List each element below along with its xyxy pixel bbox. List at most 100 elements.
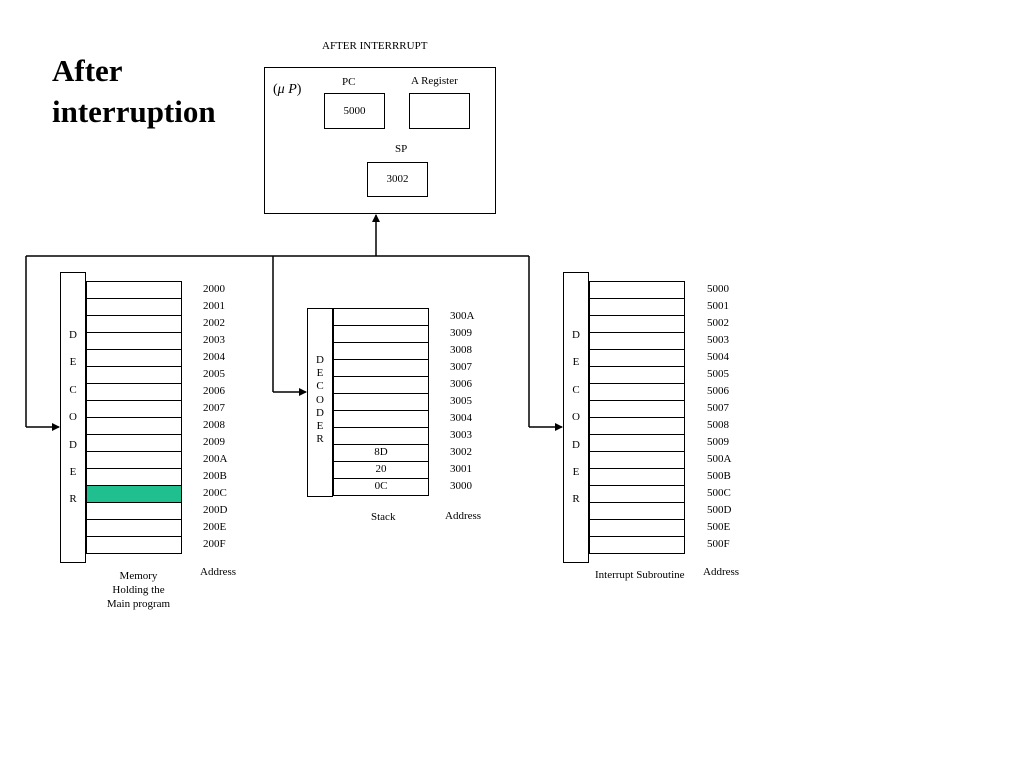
main-decoder	[60, 272, 86, 563]
isr-memory-cell	[589, 315, 685, 333]
main-memory-address: 200B	[203, 470, 227, 482]
stack-decoder-letter: E	[316, 367, 324, 380]
isr-memory-cell	[589, 468, 685, 486]
isr-memory-decoder-letter: C	[572, 383, 580, 396]
stack-decoder-letter: O	[316, 393, 324, 406]
isr-memory-address: 5009	[707, 436, 729, 448]
main-memory-caption: Memory Holding the Main program	[96, 569, 181, 611]
isr-decoder	[563, 272, 589, 563]
stack-decoder-letter: R	[316, 433, 324, 446]
isr-memory-address: 5005	[707, 368, 729, 380]
main-memory-address: 2008	[203, 419, 225, 431]
main-memory-address: 200A	[203, 453, 228, 465]
stack-cell: 8D	[333, 444, 429, 462]
isr-address-label: Address	[703, 566, 740, 578]
main-memory-address: 200D	[203, 504, 228, 516]
main-caption-line1: Memory	[119, 570, 158, 582]
isr-memory-decoder-letter: E	[572, 356, 580, 369]
stack-cell	[333, 410, 429, 428]
isr-memory-decoder-letter: R	[572, 493, 580, 506]
isr-memory-cell	[589, 519, 685, 537]
isr-memory-address: 5006	[707, 385, 729, 397]
main-memory-decoder-letter: O	[69, 411, 77, 424]
cpu-label-close: )	[296, 82, 302, 97]
isr-caption: Interrupt Subroutine	[595, 569, 685, 581]
isr-memory-address: 500D	[707, 504, 732, 516]
isr-memory-cell	[589, 502, 685, 520]
isr-memory-cell	[589, 536, 685, 554]
isr-memory-cell	[589, 434, 685, 452]
isr-memory-address: 500F	[707, 538, 730, 550]
stack-decoder-letter: E	[316, 420, 324, 432]
stack-address-label: Address	[445, 510, 482, 522]
main-memory-cell	[86, 536, 182, 554]
isr-memory-cell	[589, 417, 685, 435]
main-memory-cell	[86, 417, 182, 435]
stack-address: 3004	[450, 412, 472, 424]
main-memory-decoder-letter: R	[69, 493, 77, 506]
main-caption-line3: Main program	[106, 598, 171, 610]
stack-decoder-letter: C	[316, 380, 324, 393]
stack-address: 3006	[450, 378, 472, 390]
stack-cell	[333, 393, 429, 411]
isr-memory-address: 500A	[707, 453, 732, 465]
stack-decoder-letter: D	[316, 406, 324, 419]
slide-title: After interruption	[52, 50, 216, 132]
main-memory-decoder-letter: E	[69, 466, 77, 478]
stack-cell	[333, 342, 429, 360]
stack-address: 3007	[450, 361, 472, 373]
sp-label: SP	[395, 143, 408, 155]
main-memory-decoder-letter: D	[69, 438, 77, 451]
isr-memory-address: 5008	[707, 419, 729, 431]
isr-memory-address: 5000	[707, 283, 729, 295]
stack-cell: 0C	[333, 478, 429, 496]
isr-memory-cell	[589, 332, 685, 350]
isr-memory-address: 5004	[707, 351, 729, 363]
cpu-label-mu: μ	[277, 82, 285, 97]
stack-caption: Stack	[371, 511, 396, 523]
a-register	[409, 93, 470, 129]
main-memory-address: 2009	[203, 436, 225, 448]
stack-cell	[333, 325, 429, 343]
sp-register: 3002	[367, 162, 428, 197]
slide-title-line1: After	[52, 53, 123, 88]
stack-cell	[333, 308, 429, 326]
main-memory-address: 2006	[203, 385, 225, 397]
highlighted-memory-cell	[86, 485, 182, 503]
main-memory-decoder-letter: C	[69, 383, 77, 396]
main-memory-cell	[86, 519, 182, 537]
main-memory-cell	[86, 468, 182, 486]
main-memory-address: 200C	[203, 487, 227, 499]
isr-memory-cell	[589, 485, 685, 503]
stack-cell: 20	[333, 461, 429, 479]
diagram-header: AFTER INTERRRUPT	[322, 40, 428, 52]
isr-memory-cell	[589, 366, 685, 384]
main-memory-cell	[86, 332, 182, 350]
isr-memory-decoder-letter: O	[572, 411, 580, 424]
cpu-label-open: (	[273, 82, 278, 97]
main-memory-cell	[86, 315, 182, 333]
stack-address: 3008	[450, 344, 472, 356]
main-memory-cell	[86, 434, 182, 452]
main-memory-address: 2004	[203, 351, 225, 363]
stack-address: 3000	[450, 480, 472, 492]
main-memory-cell	[86, 349, 182, 367]
main-memory-cell	[86, 451, 182, 469]
pc-register: 5000	[324, 93, 385, 129]
stack-cell	[333, 427, 429, 445]
main-memory-address: 2007	[203, 402, 225, 414]
isr-memory-address: 5001	[707, 300, 729, 312]
isr-memory-address: 500B	[707, 470, 731, 482]
main-memory-address: 2005	[203, 368, 225, 380]
stack-cell	[333, 359, 429, 377]
a-register-label: A Register	[411, 75, 458, 87]
isr-memory-decoder-letter: D	[572, 329, 580, 341]
isr-memory-decoder-letter: D	[572, 438, 580, 451]
stack-address: 3002	[450, 446, 472, 458]
isr-memory-decoder-letter: E	[572, 466, 580, 478]
main-memory-address: 2003	[203, 334, 225, 346]
main-memory-cell	[86, 502, 182, 520]
main-memory-cell	[86, 383, 182, 401]
isr-memory-cell	[589, 400, 685, 418]
